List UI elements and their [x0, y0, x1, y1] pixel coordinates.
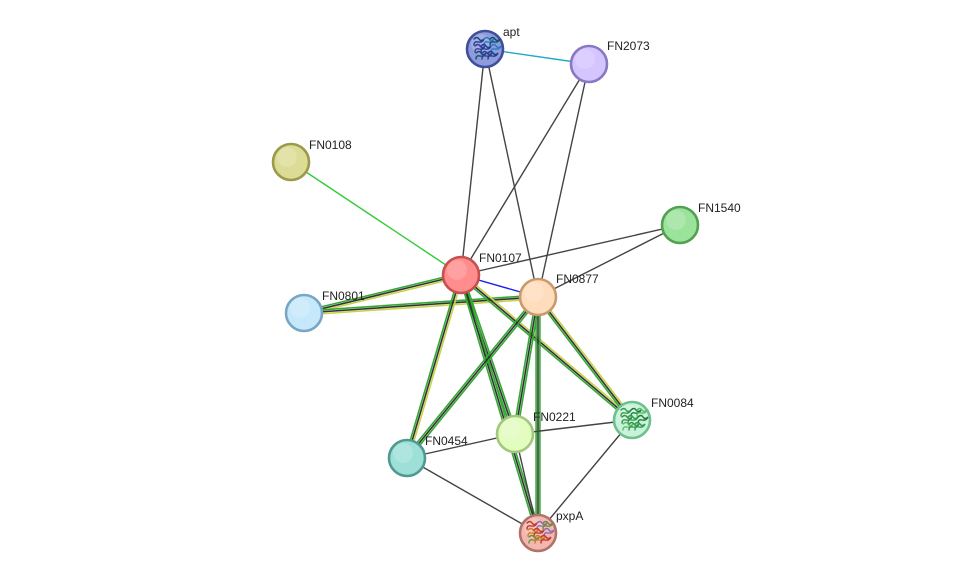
node-label-FN1540: FN1540 — [698, 201, 741, 215]
node-label-FN0221: FN0221 — [533, 410, 576, 424]
edge-line — [303, 298, 539, 316]
node-circle — [284, 293, 324, 333]
node-highlight — [447, 260, 467, 280]
node-circle — [569, 44, 609, 84]
protein-structure-icon — [620, 407, 649, 431]
edge-line — [406, 274, 462, 459]
edge-FN2073-FN0877[interactable] — [537, 63, 590, 298]
edge-line — [537, 419, 633, 534]
edge-line — [514, 296, 539, 435]
node-label-pxpA: pxpA — [556, 509, 583, 523]
node-label-FN2073: FN2073 — [607, 39, 650, 53]
edge-FN1540-FN0107[interactable] — [460, 224, 681, 276]
edge-line — [303, 274, 462, 314]
node-FN0107[interactable] — [441, 255, 481, 295]
node-circle — [271, 142, 311, 182]
edge-line — [406, 296, 539, 459]
edge-line — [458, 275, 632, 423]
node-label-FN0084: FN0084 — [651, 396, 694, 410]
edge-line — [484, 48, 539, 298]
edge-FN0107-FN0084[interactable] — [458, 272, 635, 423]
node-pxpA[interactable] — [518, 513, 558, 553]
node-label-FN0108: FN0108 — [309, 138, 352, 152]
edge-FN0877-FN0084[interactable] — [535, 295, 635, 422]
edge-apt-FN0877[interactable] — [484, 48, 539, 298]
edge-FN0877-FN0801[interactable] — [303, 294, 539, 316]
node-FN1540[interactable] — [660, 205, 700, 245]
edge-line — [460, 274, 633, 421]
edge-line — [461, 272, 635, 420]
edge-line — [406, 457, 539, 534]
node-label-FN0801: FN0801 — [322, 289, 365, 303]
edge-FN0084-pxpA[interactable] — [537, 419, 633, 534]
node-label-apt: apt — [503, 25, 520, 39]
edge-line — [460, 63, 590, 276]
edge-line — [303, 294, 539, 312]
node-circle — [660, 205, 700, 245]
nodes-layer — [271, 29, 700, 553]
edge-line — [537, 63, 590, 298]
node-FN0454[interactable] — [387, 438, 427, 478]
node-highlight — [575, 49, 595, 69]
edge-FN0221-FN0084[interactable] — [514, 419, 633, 435]
edge-FN0877-pxpA[interactable] — [535, 296, 541, 534]
node-FN0084[interactable] — [612, 400, 652, 440]
node-FN0221[interactable] — [495, 414, 535, 454]
edge-line — [290, 161, 462, 276]
node-circle — [441, 255, 481, 295]
node-highlight — [666, 210, 686, 230]
edge-FN1540-FN0877[interactable] — [537, 224, 681, 298]
edge-line — [512, 295, 537, 435]
edge-line — [535, 297, 632, 422]
edge-apt-FN0107[interactable] — [460, 48, 486, 276]
node-circle — [518, 277, 558, 317]
edge-FN0877-FN0454[interactable] — [404, 295, 541, 460]
edge-FN0108-FN0107[interactable] — [290, 161, 462, 276]
edge-line — [538, 295, 635, 420]
node-highlight — [393, 443, 413, 463]
edge-line — [537, 224, 681, 298]
edge-line — [302, 272, 462, 312]
edge-line — [408, 274, 464, 460]
edge-line — [460, 274, 539, 534]
node-FN2073[interactable] — [569, 44, 609, 84]
edges-layer — [290, 48, 681, 535]
node-apt[interactable] — [465, 29, 505, 69]
edge-line — [537, 296, 633, 421]
node-highlight — [290, 298, 310, 318]
node-circle — [387, 438, 427, 478]
edge-line — [462, 273, 541, 534]
edge-FN0107-FN0454[interactable] — [404, 273, 464, 460]
edge-FN0454-pxpA[interactable] — [406, 457, 539, 534]
node-highlight — [524, 282, 544, 302]
labels-layer: aptFN2073FN0108FN1540FN0107FN0877FN0801F… — [309, 25, 741, 523]
edge-line — [404, 295, 538, 458]
protein-structure-icon — [526, 520, 555, 544]
edge-line — [514, 419, 633, 435]
node-highlight — [501, 419, 521, 439]
node-FN0108[interactable] — [271, 142, 311, 182]
node-label-FN0877: FN0877 — [556, 272, 599, 286]
edge-line — [460, 224, 681, 276]
node-FN0801[interactable] — [284, 293, 324, 333]
node-label-FN0454: FN0454 — [425, 434, 468, 448]
node-label-FN0107: FN0107 — [479, 251, 522, 265]
edge-line — [458, 274, 537, 535]
edge-line — [303, 296, 539, 314]
edge-FN2073-FN0107[interactable] — [460, 63, 590, 276]
edge-line — [407, 297, 541, 460]
node-highlight — [277, 147, 297, 167]
edge-line — [460, 48, 486, 276]
node-circle — [495, 414, 535, 454]
edge-FN0107-pxpA[interactable] — [458, 273, 541, 535]
protein-structure-icon — [473, 36, 502, 60]
node-FN0877[interactable] — [518, 277, 558, 317]
edge-line — [404, 273, 460, 459]
